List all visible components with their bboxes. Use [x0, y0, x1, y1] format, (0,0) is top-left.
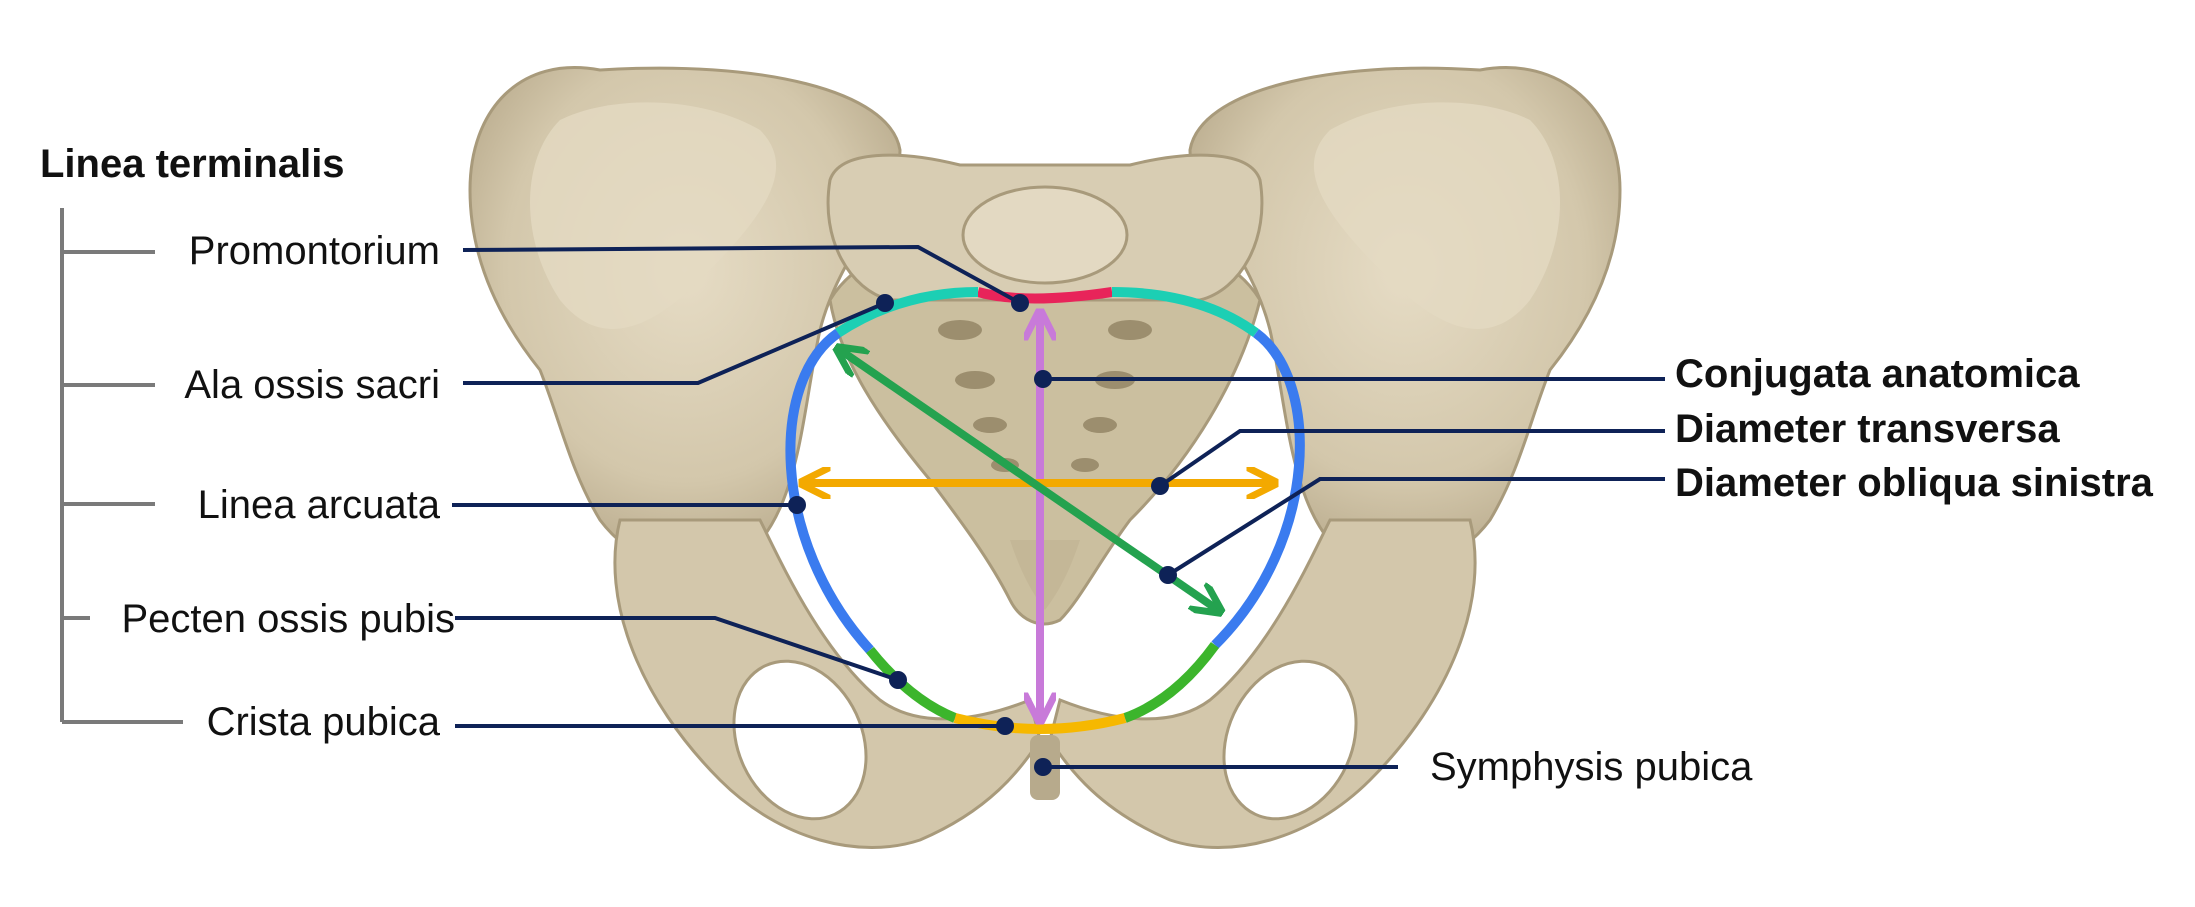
segment-promontorium: [976, 287, 1113, 304]
obliqua-arrow: [840, 350, 1218, 610]
label-promontorium: Promontorium: [189, 229, 440, 273]
label-pecten-ossis-pubis: Pecten ossis pubis: [121, 597, 455, 641]
label-diameter-obliqua-sinistra: Diameter obliqua sinistra: [1675, 461, 2154, 505]
segment-pecten-left: [866, 646, 957, 723]
marker-dots: [788, 294, 1177, 776]
group-title: Linea terminalis: [40, 142, 345, 186]
label-symphysis-pubica: Symphysis pubica: [1430, 745, 1753, 789]
segment-ala-left: [835, 287, 979, 338]
left-obturator-foramen: [732, 659, 868, 821]
segment-arcuata-right: [1211, 328, 1305, 649]
segment-pecten-right: [1123, 642, 1220, 723]
label-diameter-transversa: Diameter transversa: [1675, 407, 2060, 451]
left-iliac-fossa: [530, 102, 777, 329]
label-linea-arcuata: Linea arcuata: [198, 483, 441, 527]
vertebral-body: [961, 185, 1129, 285]
label-crista-pubica: Crista pubica: [207, 700, 441, 744]
label-ala-ossis-sacri: Ala ossis sacri: [184, 363, 440, 407]
right-iliac-fossa: [1313, 102, 1560, 329]
leader-lines: [452, 244, 1665, 769]
segment-crista: [953, 713, 1127, 734]
linea-terminalis-bracket: [60, 208, 183, 724]
linea-terminalis-outline: [785, 287, 1305, 734]
segment-ala-right: [1111, 287, 1259, 338]
label-conjugata-anatomica: Conjugata anatomica: [1675, 352, 2080, 396]
